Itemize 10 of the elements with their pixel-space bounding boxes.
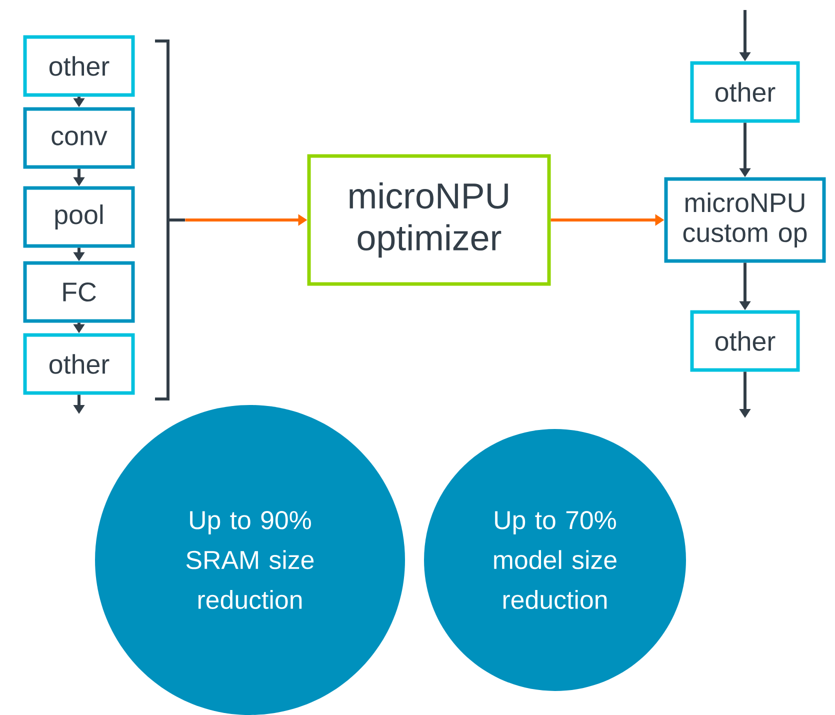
layer-box: other [690, 61, 800, 123]
bracket [154, 40, 186, 400]
layer-box: conv [23, 107, 135, 169]
layer-box: other [23, 333, 135, 395]
layer-box: pool [23, 186, 135, 248]
layer-box: FC [23, 261, 135, 323]
layer-box: other [690, 310, 800, 372]
process-box: microNPU optimizer [307, 154, 551, 286]
layer-box: other [23, 35, 135, 97]
layer-box: microNPU custom op [664, 177, 826, 263]
